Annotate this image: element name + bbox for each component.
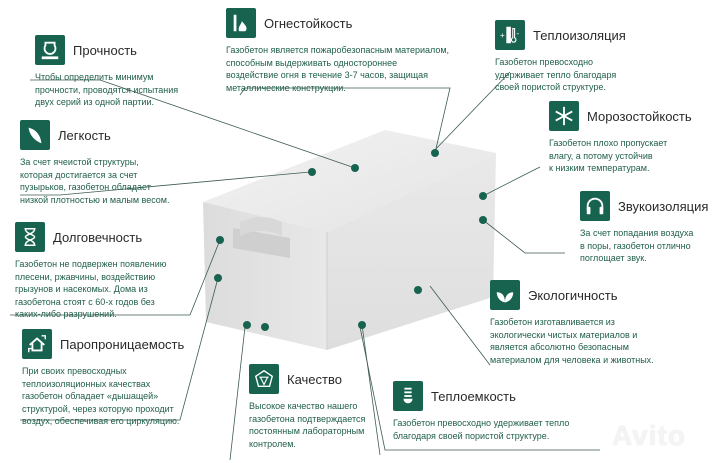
headphones-icon xyxy=(580,191,610,221)
block-front-face xyxy=(327,153,496,350)
avito-watermark: Avito xyxy=(612,420,686,451)
svg-text:-: - xyxy=(516,29,519,38)
feature-description: За счет ячеистой структуры,которая дости… xyxy=(20,157,170,205)
feature-title: Теплоемкость xyxy=(431,388,516,404)
feature-description: Газобетон является пожаробезопасным мате… xyxy=(226,45,450,93)
hourglass-icon xyxy=(15,222,45,252)
feature-eco-friendliness: Экологичность Газобетон изготавливается … xyxy=(490,280,654,366)
feature-title: Паропроницаемость xyxy=(60,336,185,352)
snowflake-icon xyxy=(549,101,579,131)
kettlebell-icon xyxy=(35,35,65,65)
block-grip-groove xyxy=(233,228,290,258)
thermometer-icon: +- xyxy=(495,20,525,50)
lightbulb-icon xyxy=(393,381,423,411)
feature-title: Долговечность xyxy=(53,229,143,245)
feature-title: Огнестойкость xyxy=(264,15,353,31)
feature-durability: Долговечность Газобетон не подвержен поя… xyxy=(15,222,167,321)
feature-frost-resistance: Морозостойкость Газобетон плохо пропуска… xyxy=(549,101,692,175)
feature-title: Морозостойкость xyxy=(587,108,692,124)
leaves-icon xyxy=(490,280,520,310)
fire-icon xyxy=(226,8,256,38)
feature-fire-resistance: Огнестойкость Газобетон является пожароб… xyxy=(226,8,449,94)
feature-title: Легкость xyxy=(58,127,111,143)
feature-vapor-permeability: Паропроницаемость При своих превосходных… xyxy=(22,329,184,428)
block-top-face xyxy=(203,130,496,232)
svg-text:+: + xyxy=(500,31,505,40)
feature-title: Качество xyxy=(287,371,342,387)
feather-icon xyxy=(20,120,50,150)
feature-title: Экологичность xyxy=(528,287,618,303)
feature-title: Теплоизоляция xyxy=(533,27,626,43)
house-arrows-icon xyxy=(22,329,52,359)
feature-title: Звукоизоляция xyxy=(618,198,709,214)
feature-title: Прочность xyxy=(73,42,137,58)
feature-heat-capacity: Теплоемкость Газобетон превосходно удерж… xyxy=(393,381,569,442)
feature-lightness: Легкость За счет ячеистой структуры,кото… xyxy=(20,120,170,206)
quality-mark-icon xyxy=(249,364,279,394)
